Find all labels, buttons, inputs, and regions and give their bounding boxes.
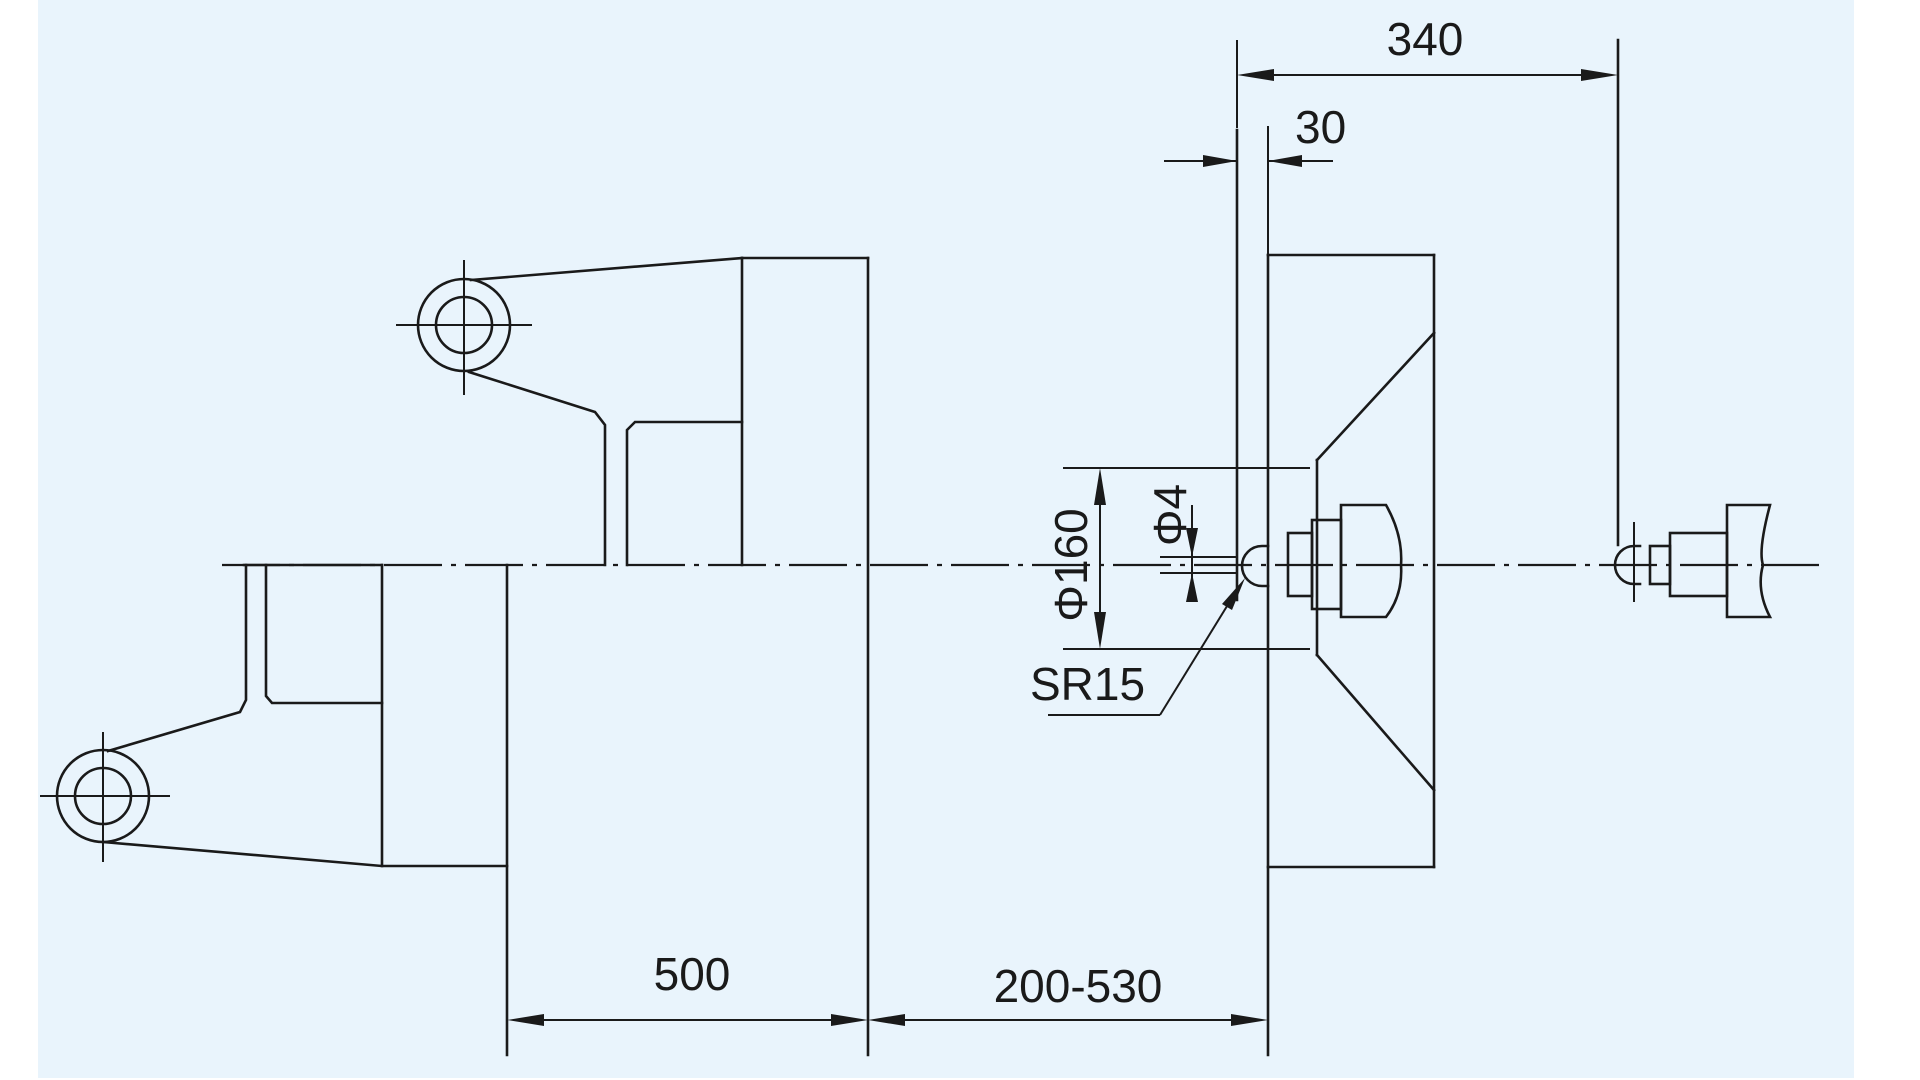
dim-340-label: 340 (1387, 13, 1464, 65)
dim-500-label: 500 (654, 948, 731, 1000)
nozzle-tip-detail (1613, 38, 1773, 619)
dimension-340: 340 (1236, 13, 1618, 128)
dimension-sr15: SR15 (1030, 578, 1245, 716)
drawing-sheet (38, 0, 1854, 1078)
dim-phi4-label: Φ4 (1144, 484, 1196, 546)
dimension-phi4: Φ4 (1144, 484, 1236, 602)
upper-eye-bracket (396, 256, 870, 567)
dim-200-530-label: 200-530 (994, 960, 1163, 1012)
dimension-200-530: 200-530 (868, 960, 1268, 1026)
dimension-phi160: Φ160 (1045, 467, 1310, 650)
dimension-500: 500 (507, 948, 868, 1026)
moving-platen (1266, 253, 1436, 1057)
nozzle-assembly (1235, 128, 1403, 619)
dim-phi160-label: Φ160 (1045, 508, 1097, 621)
dim-sr15-label: SR15 (1030, 658, 1145, 710)
dim-30-label: 30 (1295, 101, 1346, 153)
dimension-30: 30 (1164, 101, 1346, 255)
fixed-platen (505, 256, 870, 1057)
lower-eye-bracket (40, 563, 509, 868)
